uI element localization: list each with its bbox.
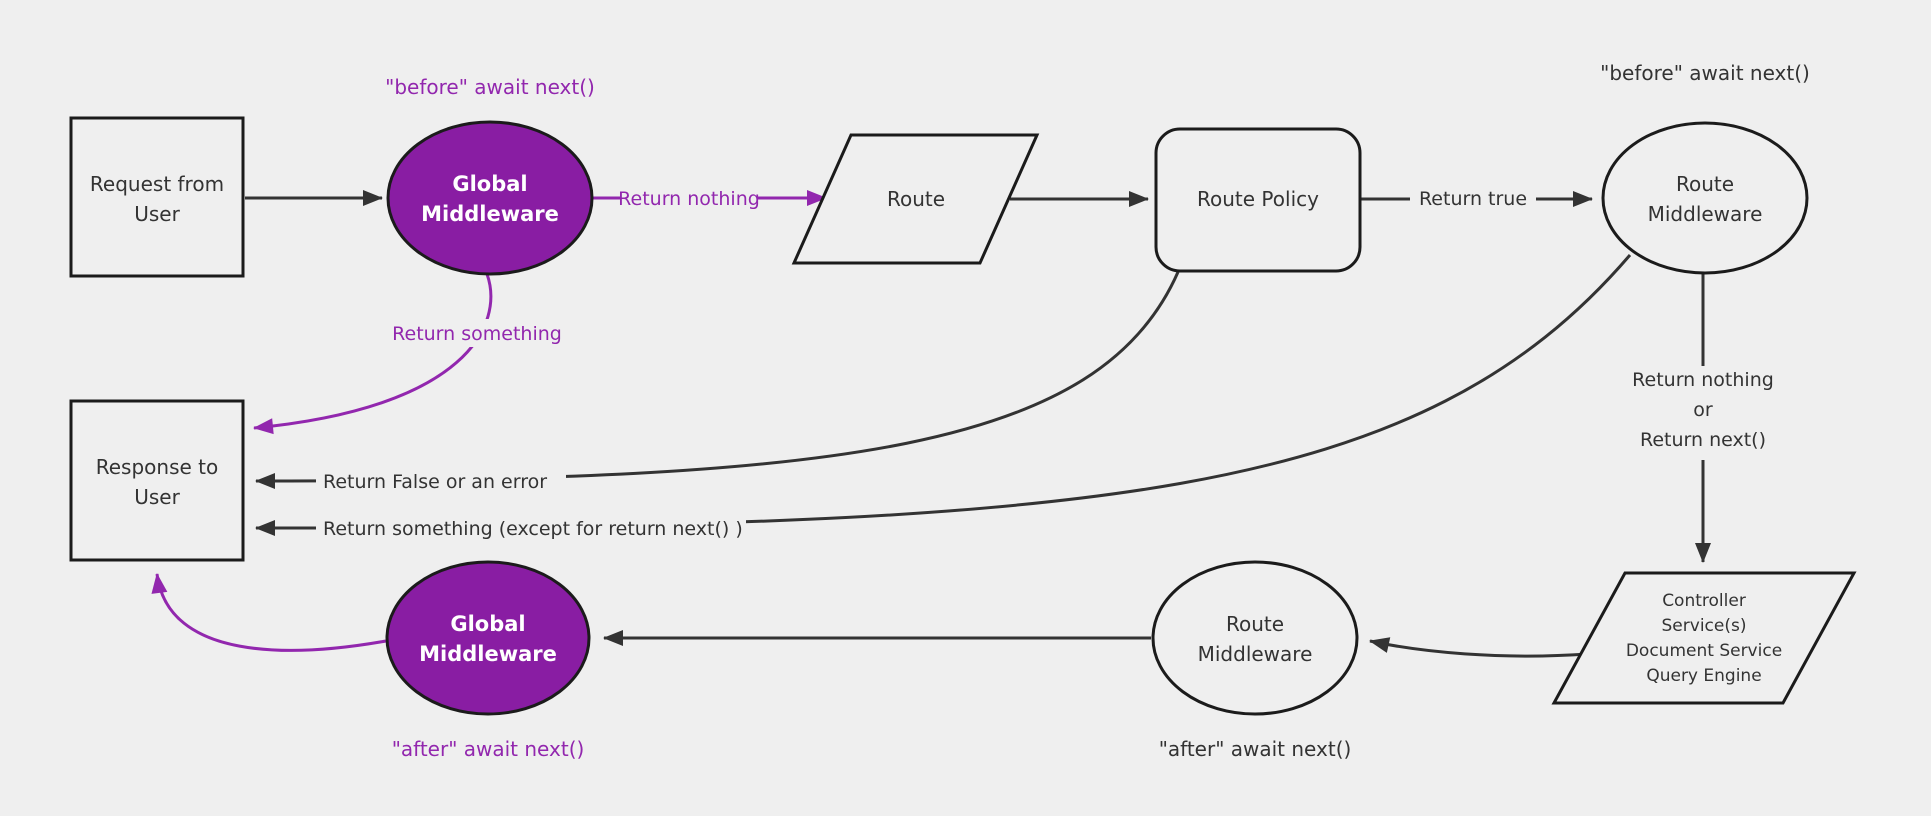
node-label: Route Policy [1197, 187, 1319, 211]
annotation-after-await-next-route: "after" await next() [1159, 737, 1352, 761]
node-route: Route [791, 133, 1040, 265]
edge-label-bg [1410, 184, 1536, 212]
edge-global-middleware-to-response-return-something [253, 273, 493, 435]
node-label: Query Engine [1646, 666, 1761, 686]
parallelogram-shape [1551, 571, 1857, 705]
annotation-after-await-next-global: "after" await next() [392, 737, 585, 761]
edge-label-text: Return nothing [618, 188, 760, 210]
annotation-before-await-next-route: "before" await next() [1600, 61, 1810, 85]
node-label: Middleware [421, 202, 559, 226]
node-label: Response to [96, 455, 219, 479]
edge-label-text: Return nothing [1632, 369, 1774, 391]
ellipse-shape [1601, 121, 1809, 275]
edge-label-return-true: Return true [1410, 184, 1536, 212]
edge-label-return-false-or-error: Return False or an error [316, 467, 566, 495]
node-controller-services: Controller Service(s) Document Service Q… [1551, 571, 1857, 705]
ellipse-shape [1151, 560, 1359, 716]
edge-route-policy-to-response-return-false [255, 271, 1180, 489]
edge-label-bg [316, 514, 746, 542]
annotation-before-await-next-global: "before" await next() [385, 75, 595, 99]
node-global-middleware-before: Global Middleware [386, 120, 594, 276]
node-label: Service(s) [1662, 616, 1747, 636]
node-label: Route [1226, 612, 1284, 636]
edge-label-bg [316, 467, 566, 495]
edge-label-return-something: Return something [388, 319, 568, 347]
edge-label-return-nothing-top: Return nothing [618, 184, 760, 212]
node-label: Middleware [419, 642, 557, 666]
node-route-middleware-before: Route Middleware [1601, 121, 1809, 275]
edge-label-bg [388, 319, 568, 347]
edge-global-middleware-after-to-response [151, 573, 387, 652]
edge-label-bg [620, 184, 758, 212]
node-request-from-user: Request from User [69, 116, 245, 278]
node-label: Route [887, 187, 945, 211]
node-route-middleware-after: Route Middleware [1151, 560, 1359, 716]
node-label: Route [1676, 172, 1734, 196]
node-label: User [134, 202, 180, 226]
edge-controller-to-route-middleware-after [1369, 637, 1589, 658]
node-label: Middleware [1648, 202, 1763, 226]
edge-label-text: Return something (except for return next… [323, 518, 743, 540]
node-label: User [134, 485, 180, 509]
node-response-to-user: Response to User [69, 399, 245, 562]
edge-label-text: Return something [392, 323, 562, 345]
node-label: Request from [90, 172, 224, 196]
ellipse-shape [386, 120, 594, 276]
rectangle-shape [69, 399, 245, 562]
node-global-middleware-after: Global Middleware [385, 560, 591, 716]
node-label: Global [450, 612, 525, 636]
edge-label-text: Return next() [1640, 429, 1766, 451]
edge-label-bg [1625, 366, 1781, 460]
node-route-policy: Route Policy [1154, 127, 1362, 273]
ellipse-shape [385, 560, 591, 716]
rounded-rectangle-shape [1154, 127, 1362, 273]
parallelogram-shape [791, 133, 1040, 265]
rectangle-shape [69, 116, 245, 278]
node-label: Controller [1662, 591, 1746, 611]
edge-label-text: Return true [1419, 188, 1527, 210]
node-label: Middleware [1198, 642, 1313, 666]
edge-label-return-nothing-or-next: Return nothing or Return next() [1625, 366, 1781, 460]
edge-label-return-something-except: Return something (except for return next… [316, 514, 746, 542]
node-label: Document Service [1626, 641, 1782, 661]
node-label: Global [452, 172, 527, 196]
edge-label-text: or [1693, 399, 1713, 421]
edge-label-text: Return False or an error [323, 471, 547, 493]
